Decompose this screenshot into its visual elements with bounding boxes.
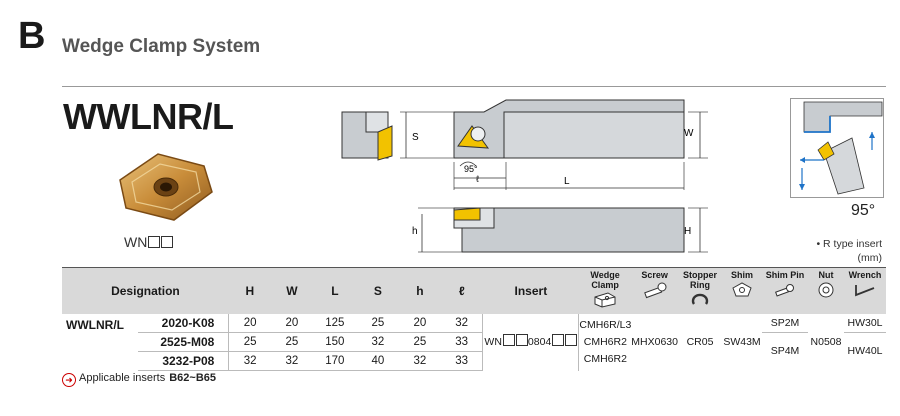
cell-w: 20 bbox=[270, 314, 313, 333]
cell-small-h: 25 bbox=[398, 332, 441, 352]
dim-label-s: S bbox=[412, 132, 419, 143]
table-row: 2525-M08 25 25 150 32 25 33 SP4M HW40L bbox=[62, 332, 886, 357]
col-stopper-ring: Stopper Ring bbox=[678, 268, 722, 314]
detail-angle-label: 95° bbox=[851, 202, 876, 219]
col-designation: Designation bbox=[62, 268, 229, 314]
cell-small-h: 20 bbox=[398, 314, 441, 333]
screw-icon bbox=[643, 282, 667, 299]
wrench-cell-1: HW30L bbox=[844, 314, 886, 333]
wrench-icon bbox=[855, 285, 875, 297]
dim-label-angle: 95° bbox=[464, 164, 478, 174]
footnote-text: Applicable inserts bbox=[79, 372, 166, 384]
table-header-row: Designation H W L S h ℓ Insert Wedge Cla… bbox=[62, 268, 886, 314]
col-shim-pin: Shim Pin bbox=[762, 268, 808, 314]
col-w: W bbox=[270, 268, 313, 314]
cell-w: 32 bbox=[270, 351, 313, 371]
designation-cell: 2020-K08 bbox=[138, 314, 229, 333]
footnote-page-link[interactable]: B62~B65 bbox=[169, 372, 217, 384]
machining-detail bbox=[790, 98, 884, 198]
dim-label-h: h bbox=[412, 226, 418, 237]
col-wedge-clamp: Wedge Clamp bbox=[578, 268, 632, 314]
cell-l: 125 bbox=[312, 314, 357, 333]
dim-label-l: L bbox=[564, 176, 570, 187]
cell-l: 150 bbox=[312, 332, 357, 352]
table-row: 3232-P08 32 32 170 40 32 33 bbox=[62, 351, 886, 371]
spec-table: Designation H W L S h ℓ Insert Wedge Cla… bbox=[62, 268, 886, 371]
cell-ell: 33 bbox=[440, 332, 483, 352]
r-type-note: • R type insert bbox=[816, 238, 882, 250]
screw-cell: MHX0630 bbox=[631, 335, 678, 348]
cell-s: 32 bbox=[356, 332, 399, 352]
shim-cell: SW43M bbox=[723, 335, 761, 348]
cell-l: 170 bbox=[312, 351, 357, 371]
holder-drawing: S W L 95° ℓ h H bbox=[341, 99, 708, 253]
section-title: Wedge Clamp System bbox=[62, 36, 261, 57]
col-small-h: h bbox=[398, 268, 441, 314]
col-s: S bbox=[356, 268, 399, 314]
designation-cell: 2525-M08 bbox=[138, 332, 229, 352]
nut-icon bbox=[818, 282, 834, 298]
insert-image bbox=[119, 153, 213, 221]
cell-h: 25 bbox=[228, 332, 271, 352]
cell-ell: 33 bbox=[440, 351, 483, 371]
section-letter: B bbox=[18, 15, 46, 57]
nut-cell: N0508 bbox=[810, 335, 842, 348]
col-nut: Nut bbox=[808, 268, 844, 314]
end-view bbox=[341, 111, 393, 161]
shim-pin-cell-2: SP4M bbox=[770, 345, 800, 358]
col-l: L bbox=[312, 268, 357, 314]
table-top-rule bbox=[62, 267, 886, 268]
dim-label-big-h: H bbox=[684, 226, 691, 237]
cell-small-h: 32 bbox=[398, 351, 441, 371]
col-wrench: Wrench bbox=[844, 268, 886, 314]
cell-ell: 32 bbox=[440, 314, 483, 333]
cell-h: 20 bbox=[228, 314, 271, 333]
side-view bbox=[418, 207, 708, 253]
cell-s: 40 bbox=[356, 351, 399, 371]
model-title: WWLNR/L bbox=[63, 96, 234, 137]
designation-cell: 3232-P08 bbox=[138, 351, 229, 371]
stopper-ring-icon bbox=[691, 293, 709, 305]
unit-note: (mm) bbox=[857, 252, 883, 264]
cell-w: 25 bbox=[270, 332, 313, 352]
top-view bbox=[400, 99, 708, 190]
series-cell: WWLNR/L bbox=[66, 318, 124, 332]
arrow-right-icon: ➜ bbox=[62, 373, 76, 387]
cell-s: 25 bbox=[356, 314, 399, 333]
stopper-ring-cell: CR05 bbox=[686, 335, 714, 348]
shim-pin-cell-1: SP2M bbox=[762, 314, 808, 333]
insert-code: WN bbox=[124, 234, 174, 250]
col-h: H bbox=[228, 268, 271, 314]
header-divider bbox=[62, 86, 886, 87]
shim-pin-icon bbox=[775, 284, 794, 297]
col-screw: Screw bbox=[631, 268, 678, 314]
col-shim: Shim bbox=[722, 268, 762, 314]
dim-label-w: W bbox=[684, 128, 694, 139]
col-ell: ℓ bbox=[440, 268, 483, 314]
wedge-clamp-icon bbox=[594, 292, 616, 308]
dim-label-ell: ℓ bbox=[476, 174, 480, 184]
col-insert: Insert bbox=[482, 268, 579, 314]
wrench-cell-2: HW40L bbox=[847, 345, 883, 358]
shim-icon bbox=[732, 282, 752, 297]
cell-h: 32 bbox=[228, 351, 271, 371]
